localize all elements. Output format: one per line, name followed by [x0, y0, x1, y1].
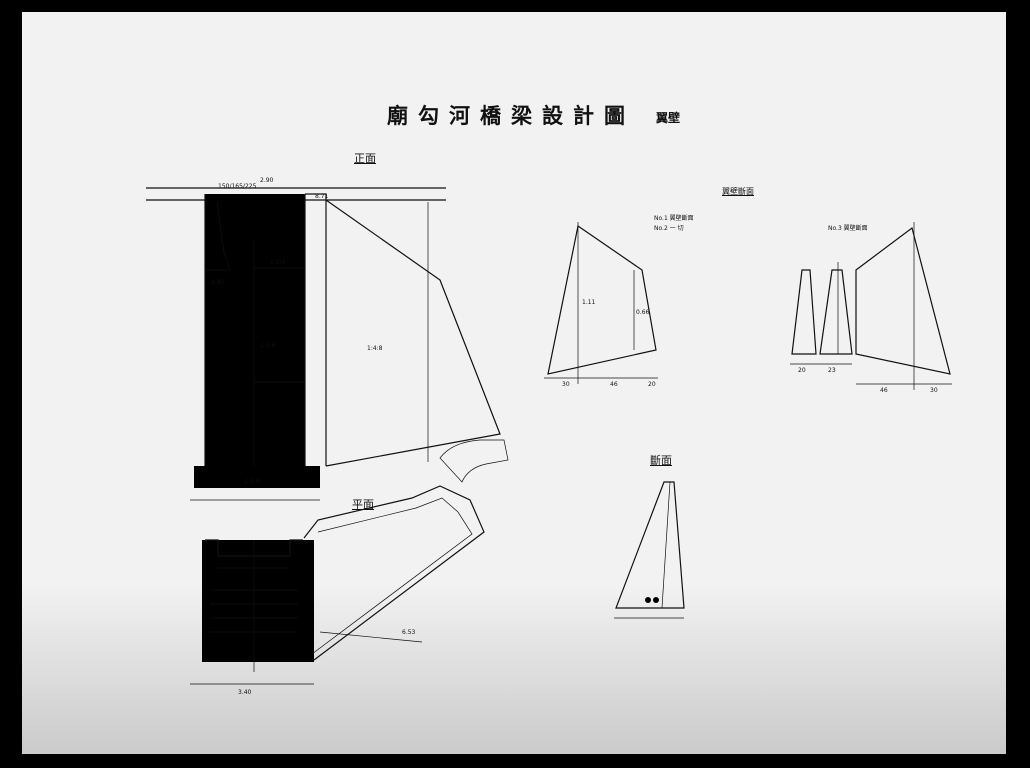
dim-section-base-2: 46	[610, 381, 618, 388]
front-view-label: 正面	[354, 152, 376, 165]
section-left-outline	[547, 224, 657, 375]
plan-wing-outline	[303, 485, 485, 661]
drawing-subtitle: 翼壁	[656, 111, 681, 125]
dim-top-offsets: 150/165/225	[218, 183, 257, 190]
dim-right-offset: 8.71	[315, 193, 329, 200]
plan-wing-inner	[311, 497, 473, 655]
right-section-note: No.3 翼壁斷面	[828, 224, 868, 232]
mix-base: 1:3:4	[244, 478, 260, 485]
dim-section-right-height: 0.66	[636, 309, 650, 316]
paper-grain	[22, 584, 1006, 754]
section-small-1	[791, 269, 817, 355]
dim-top-length: 2.90	[260, 177, 274, 184]
left-section-note-1: No.1 翼壁斷面	[654, 214, 694, 222]
mix-wing: 1:4:8	[367, 345, 383, 352]
dim-section-base-1: 30	[562, 381, 570, 388]
plan-view: 3.40 6.53	[190, 485, 485, 696]
drawing-lines: 150/165/225 2.90 8.71 1:2:4 1:3:6 1:4:8 …	[146, 177, 952, 696]
abutment-body	[205, 194, 305, 466]
wing-wall-outline	[325, 199, 501, 467]
plan-footing	[202, 540, 314, 662]
dim-b-base-4: 30	[930, 387, 938, 394]
dim-b-base-3: 46	[880, 387, 888, 394]
wing-section-left: 1.11 0.66 30 46 20 No.1 翼壁斷面 No.2 一 切	[544, 214, 694, 388]
dim-b-base-1: 20	[798, 367, 806, 374]
wing-wall-slope	[439, 279, 501, 435]
bearing-seat	[205, 201, 231, 271]
dim-section-base-3: 20	[648, 381, 656, 388]
wing-section-right: 20 23 46 30 No.3 翼壁斷面	[790, 222, 952, 394]
wing-section-label: 翼壁斷面	[722, 187, 754, 196]
dim-b-base-2: 23	[828, 367, 836, 374]
mix-body: 1:3:6	[260, 342, 276, 349]
left-section-note-2: No.2 一 切	[654, 225, 684, 232]
section-small-2	[819, 269, 853, 355]
dimension-line	[319, 631, 423, 643]
cross-section-inner	[661, 481, 671, 609]
mix-upper: 1:2:4	[270, 259, 286, 266]
footing	[194, 466, 320, 488]
cross-section-label: 斷面	[650, 454, 672, 467]
dim-section-left-height: 1.11	[582, 299, 596, 306]
dim-left-height: 1.85	[211, 279, 225, 286]
dim-plan-length: 6.53	[402, 629, 416, 636]
dim-base-width: 3.40	[238, 689, 252, 696]
cross-section-outline	[615, 481, 685, 609]
cross-section	[614, 481, 685, 619]
drawing-sheet: 廟勾河橋梁設計圖 翼壁 正面 平面 翼壁斷面 斷面 15	[22, 12, 1006, 754]
drain-mark	[653, 597, 659, 603]
wing-return	[439, 439, 509, 483]
drawing-title: 廟勾河橋梁設計圖	[387, 103, 635, 128]
section-large	[855, 226, 951, 375]
drain-mark	[645, 597, 651, 603]
front-elevation: 150/165/225 2.90 8.71 1:2:4 1:3:6 1:4:8 …	[146, 177, 509, 501]
